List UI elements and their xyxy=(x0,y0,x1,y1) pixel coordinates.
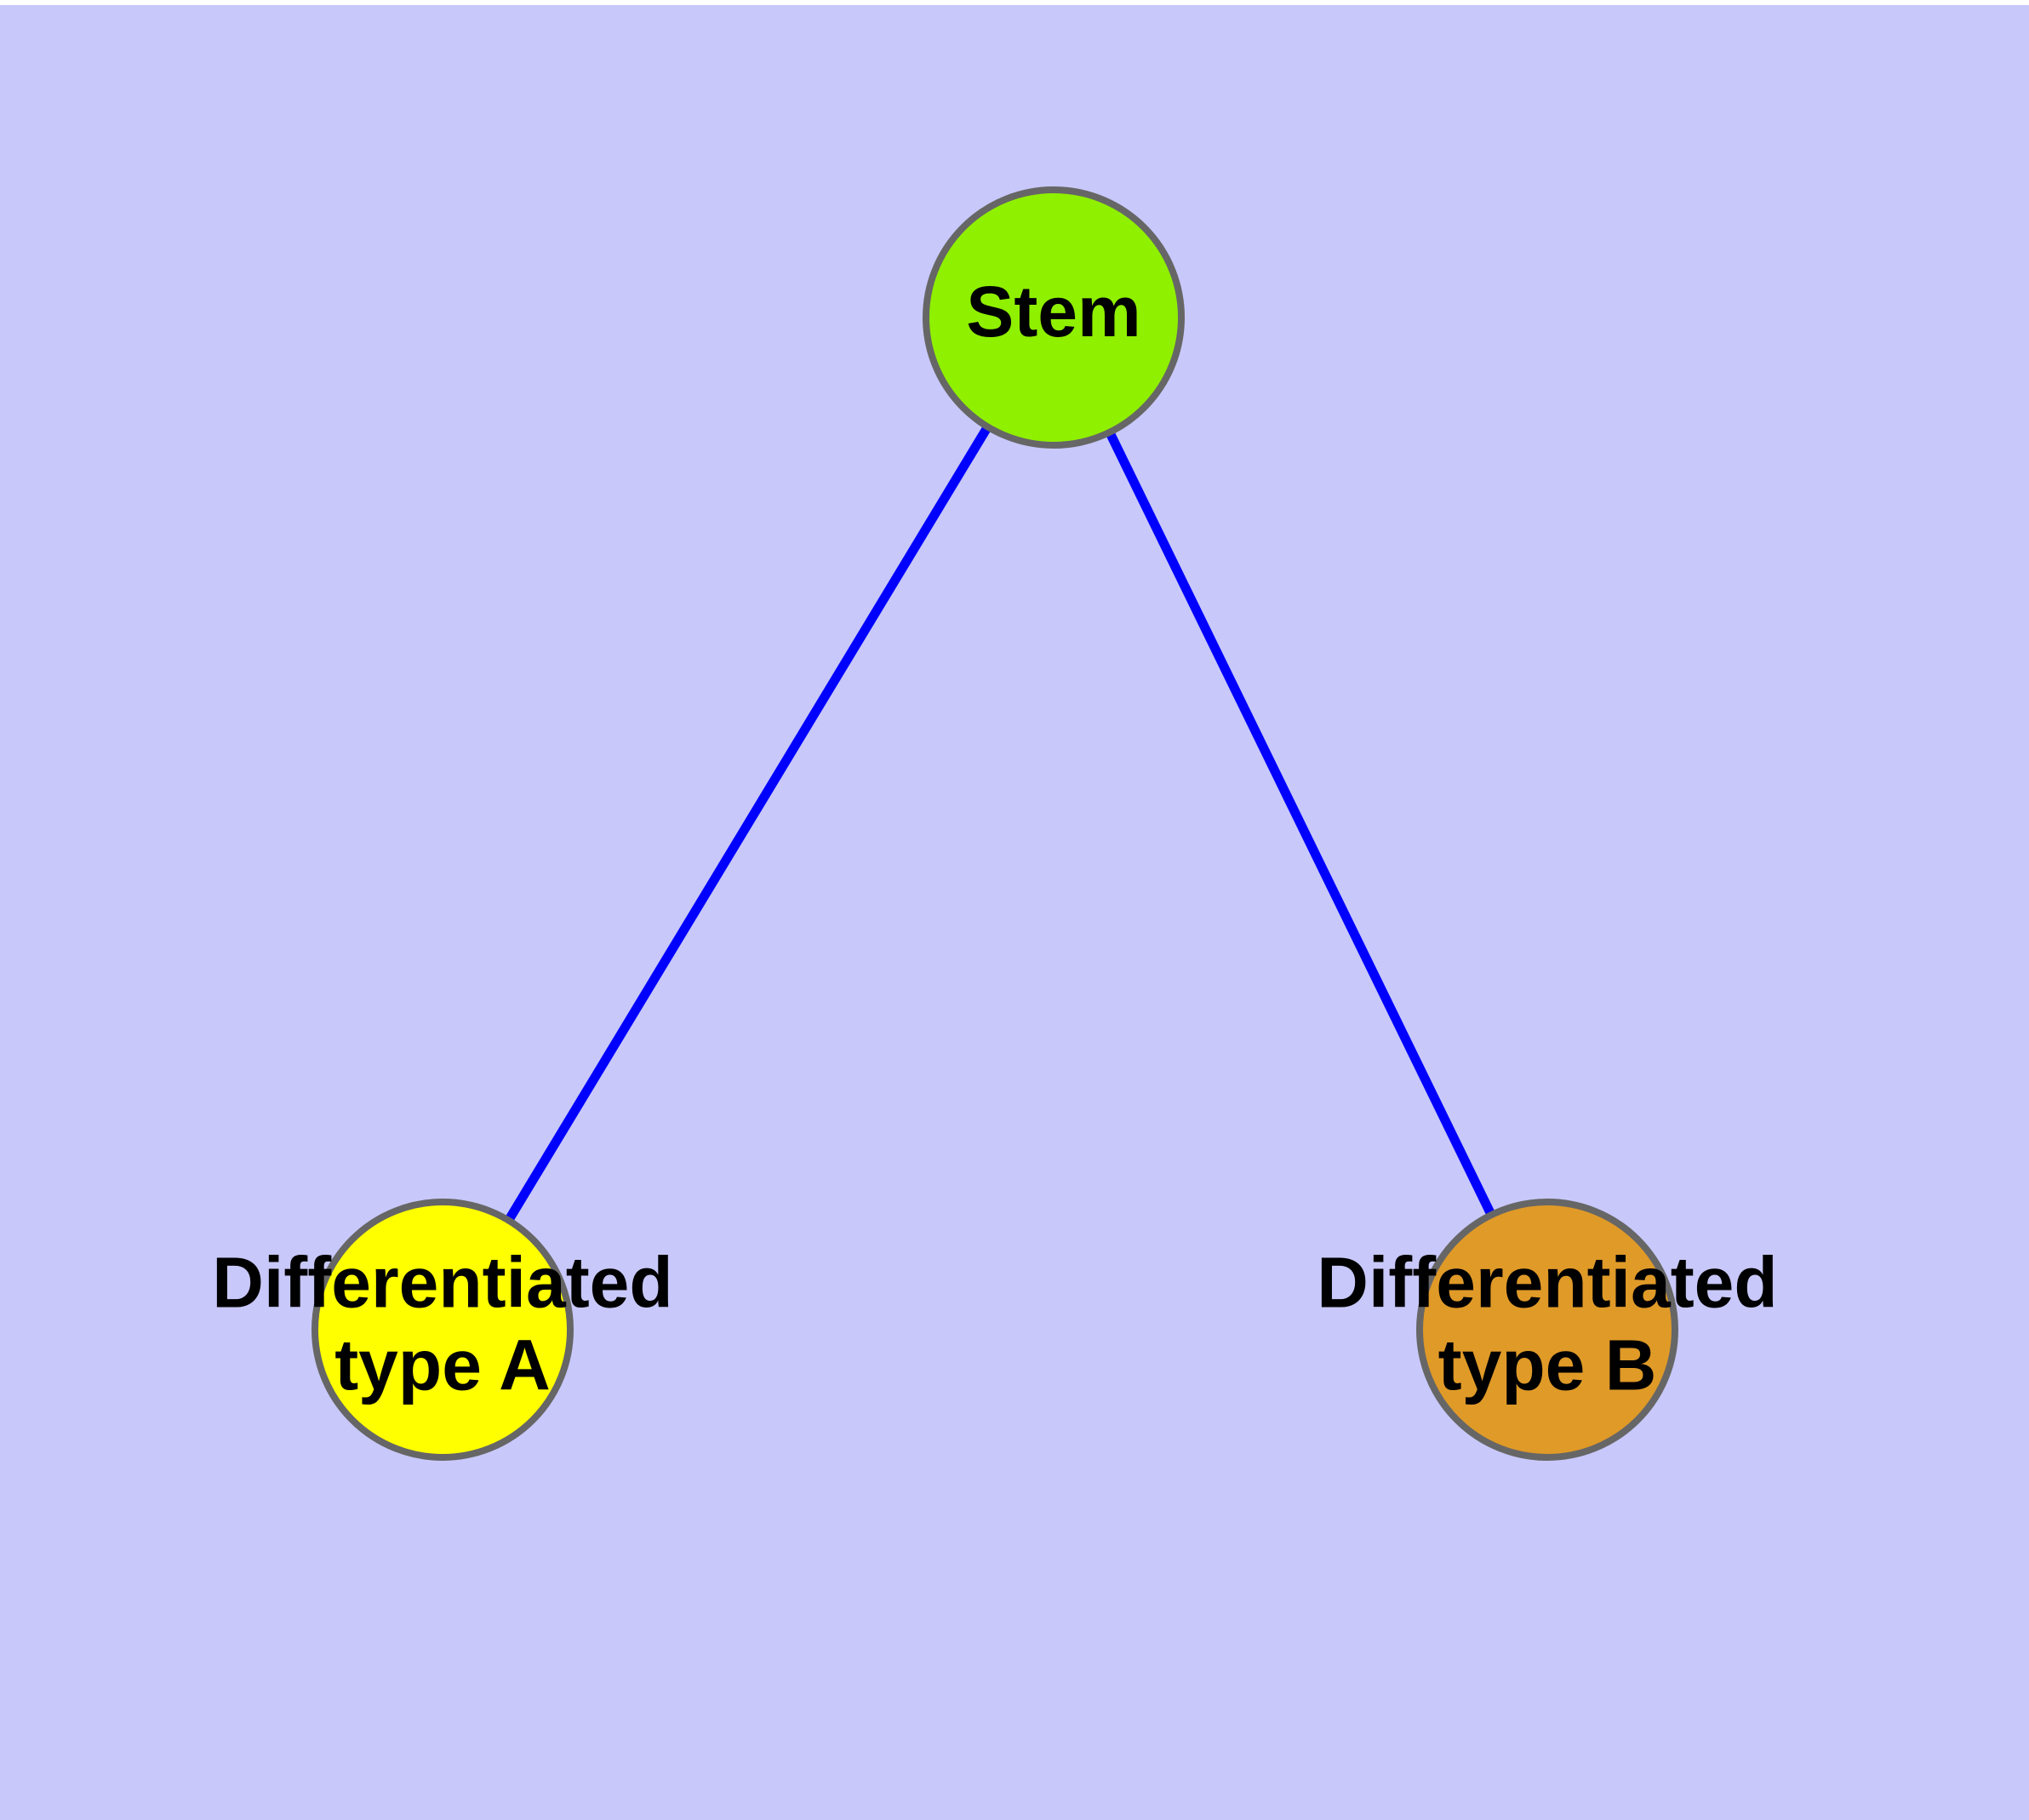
node-label-line: Stem xyxy=(966,272,1140,352)
node-differentiated-type-b[interactable] xyxy=(1416,1199,1678,1461)
edge-stem-to-differentiated-type-b[interactable] xyxy=(1049,315,1552,1332)
edges-layer xyxy=(438,315,1552,1332)
node-label-stem: Stem xyxy=(966,272,1140,352)
node-stem[interactable] xyxy=(923,186,1185,449)
nodes-layer xyxy=(311,186,1678,1461)
node-label-line: Differentiated xyxy=(212,1242,672,1322)
node-label-line: type A xyxy=(334,1325,551,1405)
edge-stem-to-differentiated-type-a[interactable] xyxy=(438,315,1058,1332)
node-differentiated-type-a[interactable] xyxy=(311,1199,574,1461)
node-label-line: type B xyxy=(1438,1325,1657,1405)
node-label-line: Differentiated xyxy=(1317,1242,1777,1322)
